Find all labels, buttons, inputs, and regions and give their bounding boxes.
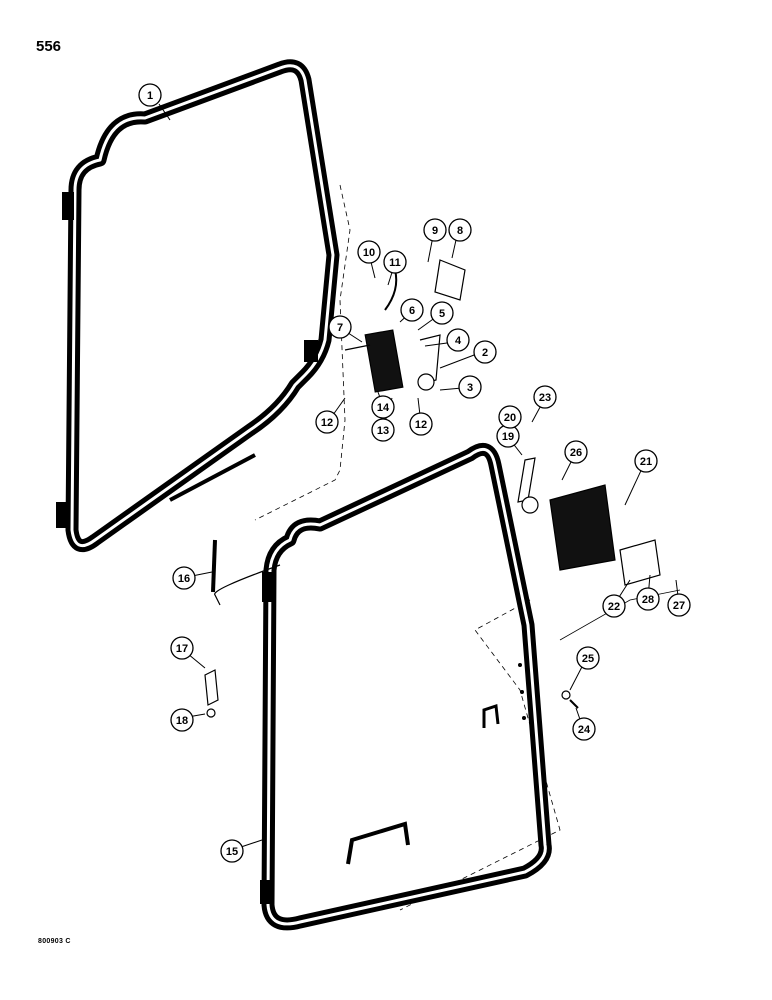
reference-lines — [254, 184, 681, 911]
svg-text:27: 27 — [673, 600, 685, 612]
svg-text:6: 6 — [409, 305, 415, 317]
svg-text:22: 22 — [608, 601, 620, 613]
callout-26: 26 — [564, 440, 588, 464]
callout-20: 20 — [498, 405, 522, 429]
svg-text:10: 10 — [363, 247, 375, 259]
svg-text:3: 3 — [467, 382, 473, 394]
lower-latch-assembly — [214, 457, 661, 606]
callout-8: 8 — [448, 218, 472, 242]
svg-text:2: 2 — [482, 347, 488, 359]
svg-text:9: 9 — [432, 225, 438, 237]
callout-21: 21 — [634, 449, 658, 473]
callout-4: 4 — [446, 328, 470, 352]
callout-13: 13 — [371, 418, 395, 442]
page-number: 556 — [36, 38, 62, 55]
svg-text:18: 18 — [176, 715, 188, 727]
callout-19: 19 — [496, 424, 520, 448]
callout-17: 17 — [170, 636, 194, 660]
callout-28: 28 — [636, 587, 660, 611]
svg-text:15: 15 — [226, 846, 238, 858]
svg-text:4: 4 — [455, 335, 462, 347]
figure-code: 800903 C — [38, 938, 71, 945]
svg-text:11: 11 — [389, 257, 401, 269]
svg-text:12: 12 — [415, 419, 427, 431]
svg-text:16: 16 — [178, 573, 190, 585]
svg-text:26: 26 — [570, 447, 582, 459]
upper-latch-assembly — [344, 259, 466, 393]
upper-window-frame — [56, 59, 340, 553]
callout-7: 7 — [328, 315, 352, 339]
callout-10: 10 — [357, 240, 381, 264]
svg-text:23: 23 — [539, 392, 551, 404]
callout-25: 25 — [576, 646, 600, 670]
callout-12-right: 12 — [409, 412, 433, 436]
lower-door-frame — [260, 442, 552, 931]
callout-15: 15 — [220, 839, 244, 863]
callout-12-left: 12 — [315, 410, 339, 434]
svg-text:17: 17 — [176, 643, 188, 655]
svg-text:28: 28 — [642, 594, 654, 606]
svg-text:25: 25 — [582, 653, 594, 665]
callout-2: 2 — [473, 340, 497, 364]
callout-5: 5 — [430, 301, 454, 325]
callout-6: 6 — [400, 298, 424, 322]
svg-text:7: 7 — [337, 322, 343, 334]
callout-18: 18 — [170, 708, 194, 732]
svg-text:14: 14 — [377, 402, 390, 414]
callout-16: 16 — [172, 566, 196, 590]
svg-text:21: 21 — [640, 456, 652, 468]
callout-23: 23 — [533, 385, 557, 409]
callout-22: 22 — [602, 594, 626, 618]
svg-text:20: 20 — [504, 412, 516, 424]
callout-1: 1 — [138, 83, 162, 107]
svg-text:13: 13 — [377, 425, 389, 437]
svg-text:5: 5 — [439, 308, 445, 320]
callouts: 1 2 3 4 5 6 7 8 9 10 11 12 12 13 14 15 1… — [138, 83, 691, 863]
callout-24: 24 — [572, 717, 596, 741]
hinge-pin-parts — [204, 539, 579, 718]
svg-text:12: 12 — [321, 417, 333, 429]
svg-text:8: 8 — [457, 225, 463, 237]
svg-text:19: 19 — [502, 431, 514, 443]
callout-11: 11 — [383, 250, 407, 274]
callout-27: 27 — [667, 593, 691, 617]
svg-text:24: 24 — [578, 724, 591, 736]
callout-14: 14 — [371, 395, 395, 419]
svg-text:1: 1 — [147, 90, 153, 102]
callout-3: 3 — [458, 375, 482, 399]
callout-9: 9 — [423, 218, 447, 242]
